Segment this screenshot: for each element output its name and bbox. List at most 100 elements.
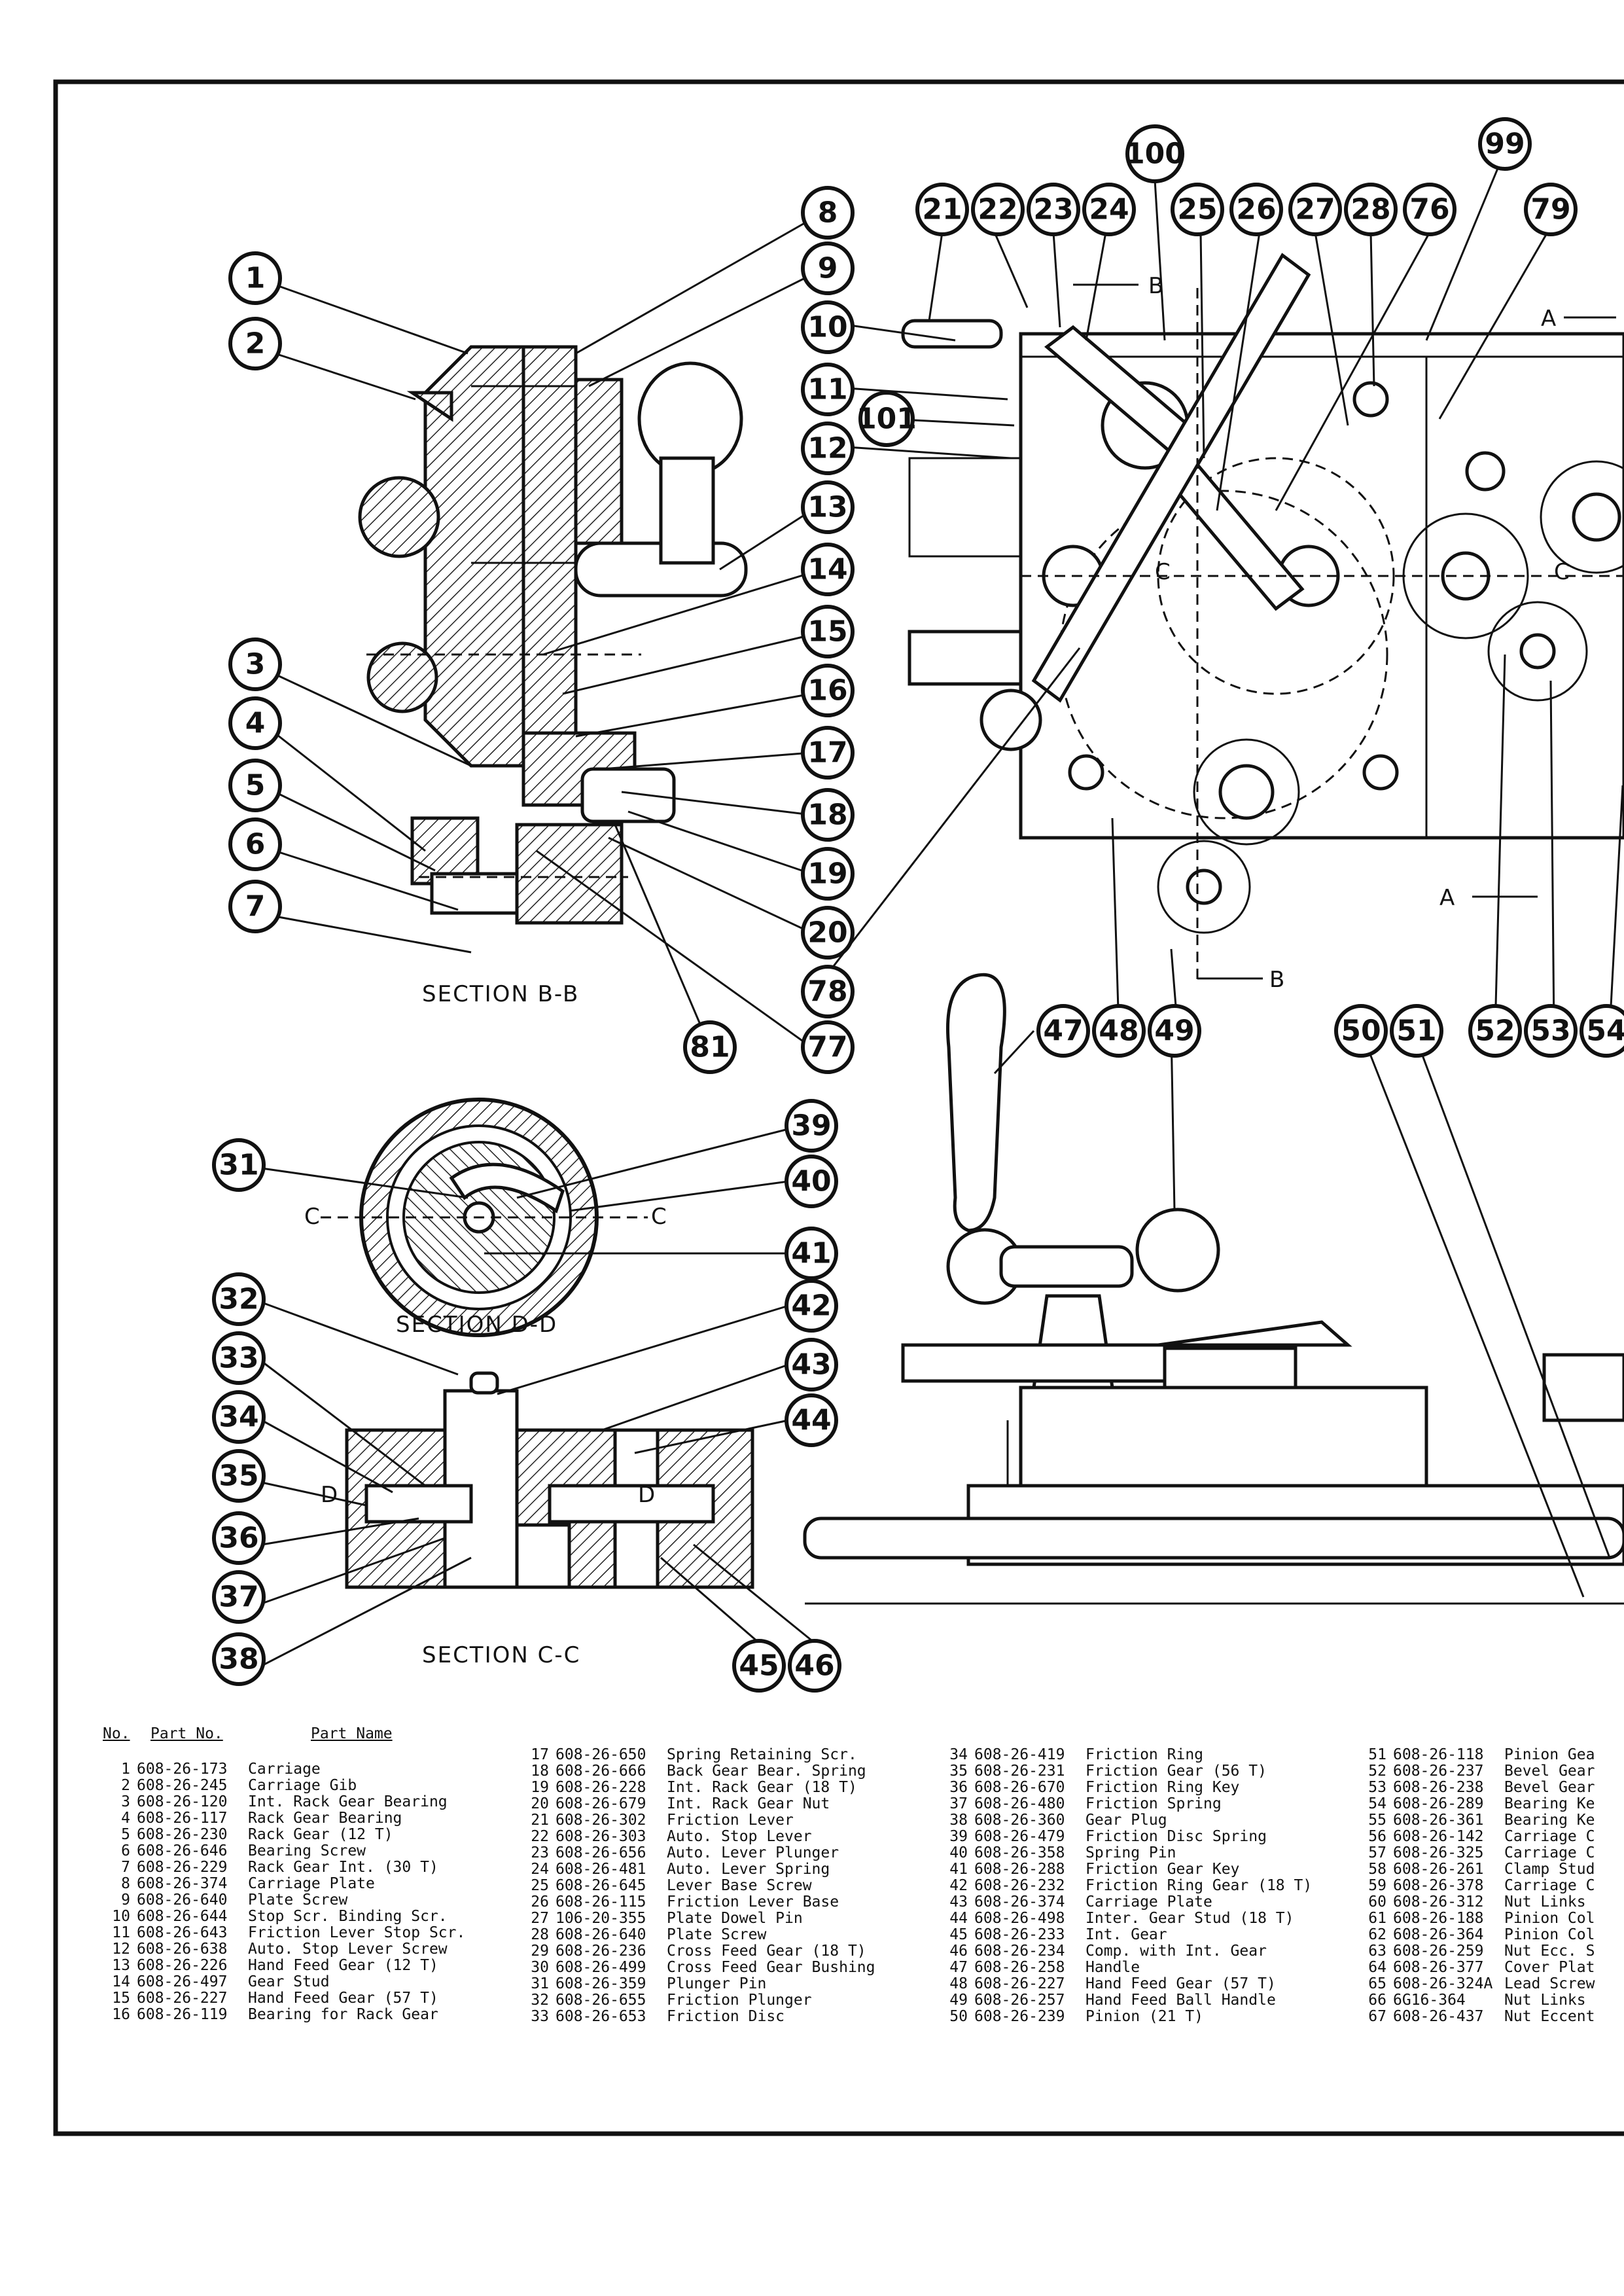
part-number: 608-26-312 [1393, 1893, 1484, 1910]
callout-16: 16 [801, 664, 855, 717]
part-number: 608-26-233 [974, 1926, 1065, 1943]
part-index: 26 [531, 1893, 549, 1910]
callout-51: 51 [1390, 1004, 1443, 1058]
part-index: 24 [531, 1861, 549, 1878]
svg-text:15: 15 [807, 615, 847, 649]
part-number: 608-26-303 [556, 1828, 646, 1845]
part-index: 37 [949, 1795, 968, 1812]
part-name: Hand Feed Gear (57 T) [248, 1990, 438, 2007]
callout-99: 99 [1478, 117, 1532, 171]
callout-10: 10 [801, 300, 855, 354]
part-name: Clamp Stud [1504, 1861, 1595, 1878]
callout-36: 36 [212, 1511, 266, 1565]
callout-54: 54 [1580, 1004, 1624, 1058]
callout-17: 17 [801, 726, 855, 780]
part-name: Spring Pin [1086, 1844, 1176, 1861]
part-index: 35 [949, 1763, 968, 1780]
part-number: 608-26-115 [556, 1893, 646, 1910]
part-number: 608-26-497 [137, 1973, 228, 1990]
part-name: Auto. Stop Lever Screw [248, 1941, 448, 1958]
part-name: Inter. Gear Stud (18 T) [1086, 1910, 1294, 1927]
part-index: 39 [949, 1828, 968, 1845]
part-index: 3 [121, 1793, 130, 1810]
part-number: 608-26-670 [974, 1779, 1065, 1796]
callout-50: 50 [1334, 1004, 1388, 1058]
callout-100: 100 [1125, 124, 1185, 183]
svg-text:40: 40 [791, 1165, 831, 1198]
part-name: Carriage [248, 1761, 321, 1778]
callout-76: 76 [1403, 183, 1456, 236]
svg-text:13: 13 [807, 491, 847, 524]
svg-text:14: 14 [807, 553, 847, 586]
svg-text:81: 81 [690, 1031, 730, 1064]
part-index: 2 [121, 1777, 130, 1794]
svg-text:21: 21 [922, 193, 962, 226]
apron-side-view [803, 973, 1624, 1605]
callout-12: 12 [801, 422, 855, 475]
part-number: 608-26-238 [1393, 1779, 1484, 1796]
part-name: Bearing for Rack Gear [248, 2006, 438, 2023]
part-index: 43 [949, 1893, 968, 1910]
callout-22: 22 [971, 183, 1025, 236]
svg-text:5: 5 [245, 769, 266, 802]
svg-text:32: 32 [219, 1283, 258, 1316]
part-name: Int. Rack Gear Bearing [248, 1793, 448, 1810]
svg-text:22: 22 [978, 193, 1017, 226]
part-number: 608-26-359 [556, 1975, 646, 1992]
marker-a-bottom: A [1439, 885, 1455, 911]
part-name: Friction Disc Spring [1086, 1828, 1267, 1845]
callout-7: 7 [228, 880, 282, 933]
part-index: 67 [1368, 2008, 1386, 2025]
part-name: Friction Ring [1086, 1746, 1204, 1763]
svg-text:38: 38 [219, 1643, 258, 1676]
part-number: 608-26-655 [556, 1992, 646, 2009]
marker-a-top: A [1541, 306, 1556, 332]
part-index: 15 [112, 1990, 130, 2007]
part-index: 40 [949, 1844, 968, 1861]
callout-13: 13 [801, 480, 855, 534]
svg-text:28: 28 [1350, 193, 1390, 226]
part-index: 5 [121, 1826, 130, 1843]
callout-20: 20 [801, 906, 855, 960]
part-index: 51 [1368, 1746, 1386, 1763]
part-index: 59 [1368, 1877, 1386, 1894]
svg-text:19: 19 [807, 857, 847, 891]
svg-text:35: 35 [219, 1460, 258, 1493]
svg-text:8: 8 [818, 196, 838, 230]
svg-text:78: 78 [807, 975, 847, 1009]
part-number: 608-26-644 [137, 1908, 228, 1925]
part-number: 608-26-226 [137, 1957, 228, 1974]
part-name: Carriage Plate [248, 1875, 375, 1892]
part-index: 42 [949, 1877, 968, 1894]
part-number: 608-26-117 [137, 1810, 228, 1827]
callout-101: 101 [856, 391, 917, 447]
part-number: 608-26-643 [137, 1924, 228, 1941]
part-name: Friction Ring Gear (18 T) [1086, 1877, 1313, 1894]
part-number: 608-26-302 [556, 1812, 646, 1829]
part-name: Friction Lever Base [667, 1893, 839, 1910]
part-name: Carriage Plate [1086, 1893, 1212, 1910]
part-index: 14 [112, 1973, 130, 1990]
svg-text:25: 25 [1177, 193, 1217, 226]
part-number: 608-26-325 [1393, 1844, 1484, 1861]
section-dd-caption: SECTION D-D [396, 1312, 557, 1338]
